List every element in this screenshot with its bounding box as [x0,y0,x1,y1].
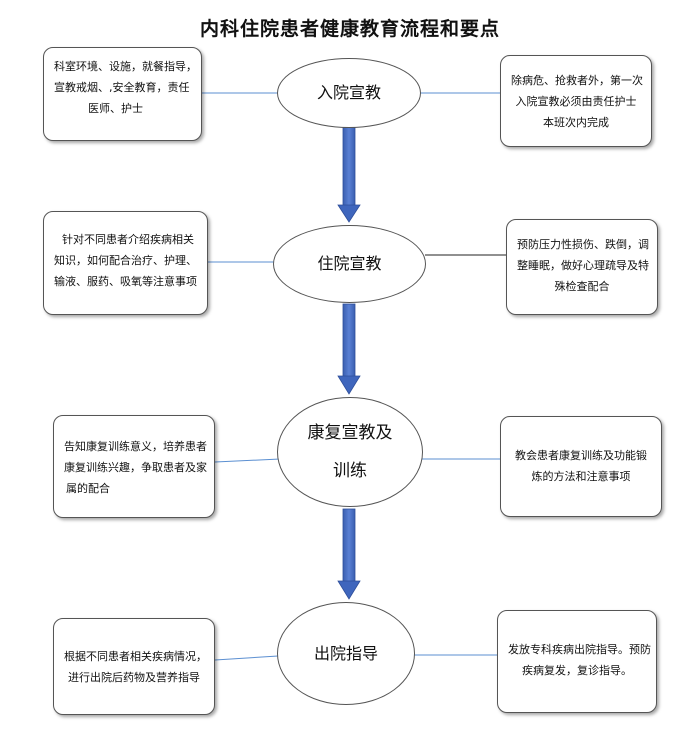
step-2-label: 住院宣教 [317,254,382,273]
left-note-2-line-1: 针对不同患者介绍疾病相关 [62,233,194,246]
right-note-box-4: 发放专科疾病出院指导。预防 疾病复发，复诊指导。 [497,610,657,713]
right-note-1-line-2: 入院宣教必须由责任护士 [515,95,637,108]
left-note-2-line-3: 输液、服药、吸氧等注意事项 [54,275,197,288]
right-note-2-line-3: 殊检查配合 [554,280,610,293]
right-note-3-line-1: 教会患者康复训练及功能锻 [515,449,647,462]
right-note-4-line-1: 发放专科疾病出院指导。预防 [508,643,651,656]
right-note-box-2: 预防压力性损伤、跌倒，调 整睡眠，做好心理疏导及特 殊检查配合 [506,219,658,315]
left-note-1-line-3: 医师、护士 [88,102,143,115]
left-note-4-line-1: 根据不同患者相关疾病情况， [64,650,207,663]
right-note-2-line-1: 预防压力性损伤、跌倒，调 [517,238,649,251]
step-ellipse-1: 入院宣教 [277,58,421,128]
left-note-box-1: 科室环境、设施，就餐指导， 宣教戒烟、,安全教育，责任 医师、护士 [43,47,202,141]
connector-line-3-left [214,458,281,463]
left-note-3-line-2: 康复训练兴趣，争取患者及家 [64,461,207,474]
left-note-4-line-2: 进行出院后药物及营养指导 [68,671,200,684]
flow-arrow-2 [337,303,361,395]
step-ellipse-3: 康复宣教及 训练 [277,397,423,507]
step-ellipse-2: 住院宣教 [273,225,426,303]
left-note-box-2: 针对不同患者介绍疾病相关 知识，如何配合治疗、护理、 输液、服药、吸氧等注意事项 [43,211,208,315]
left-note-2-line-2: 知识，如何配合治疗、护理、 [54,254,197,267]
left-note-3-line-3: 属的配合 [66,482,110,495]
right-note-2-line-2: 整睡眠，做好心理疏导及特 [517,259,649,272]
step-3-label-line-1: 康复宣教及 [307,423,393,443]
right-note-4-line-2: 疾病复发，复诊指导。 [522,664,632,677]
right-note-3-line-2: 炼的方法和注意事项 [531,470,631,483]
step-4-label: 出院指导 [313,643,378,663]
right-note-1-line-3: 本班次内完成 [543,116,609,129]
left-note-1-line-2: 宣教戒烟、,安全教育，责任 [54,81,190,94]
flow-arrow-1 [337,126,361,223]
step-ellipse-4: 出院指导 [277,602,415,705]
flow-arrow-3 [337,508,361,600]
right-note-box-1: 除病危、抢救者外，第一次 入院宣教必须由责任护士 本班次内完成 [500,55,652,147]
right-note-box-3: 教会患者康复训练及功能锻 炼的方法和注意事项 [500,416,662,517]
step-3-label-line-2: 训练 [333,461,367,481]
right-note-1-line-1: 除病危、抢救者外，第一次 [511,74,643,87]
step-1-label: 入院宣教 [316,83,381,102]
connector-line-4-left [214,655,279,661]
left-note-box-4: 根据不同患者相关疾病情况， 进行出院后药物及营养指导 [53,618,215,715]
diagram-title: 内科住院患者健康教育流程和要点 [199,18,500,40]
left-note-1-line-1: 科室环境、设施，就餐指导， [54,60,197,73]
left-note-3-line-1: 告知康复训练意义，培养患者 [64,440,207,453]
left-note-box-3: 告知康复训练意义，培养患者 康复训练兴趣，争取患者及家 属的配合 [53,415,215,518]
